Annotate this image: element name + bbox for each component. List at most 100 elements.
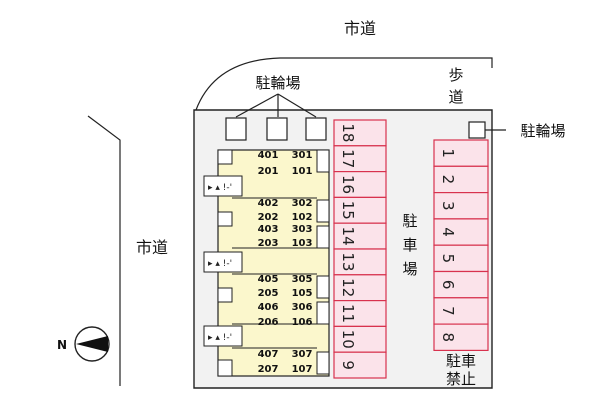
balcony-3: [316, 225, 330, 249]
unit-number: 105: [292, 288, 313, 299]
unit-number: 403: [258, 224, 279, 235]
stair-3: [217, 287, 233, 303]
parking-stall-number: 9: [339, 360, 357, 370]
parking-stall-number: 4: [439, 227, 457, 237]
balcony-1: [316, 149, 330, 173]
bike-box-1: [225, 117, 247, 141]
bike-arrow-3: [277, 93, 317, 118]
no-parking-label-1: 駐車: [446, 352, 476, 370]
road-top-label: 市道: [344, 19, 376, 38]
no-parking-label-2: 禁止: [446, 370, 476, 388]
stair-4: [217, 359, 233, 377]
unit-number: 201: [258, 166, 279, 177]
parking-stall: [333, 351, 387, 379]
parking-stall-number: 3: [439, 201, 457, 211]
sidewalk-label-1: 歩: [448, 66, 463, 84]
road-curve: [195, 57, 493, 111]
balcony-6: [316, 351, 330, 375]
bike-box-right: [468, 121, 486, 139]
compass-needle-icon: [76, 336, 108, 352]
parking-stall-number: 13: [339, 252, 357, 271]
unit-number: 107: [292, 364, 313, 375]
parking-stall-number: 16: [339, 175, 357, 194]
road-left-edge: [87, 115, 121, 386]
parking-center: 18 17 16 15 14 13 12 11 10 9: [333, 119, 387, 379]
parking-stall: [333, 145, 387, 173]
parking-label-1: 駐: [402, 212, 417, 230]
unit-number: 406: [258, 302, 279, 313]
unit-number: 203: [258, 238, 279, 249]
unit-number: 407: [258, 349, 279, 360]
building: ▸ ▴ !-' ▸ ▴ !-' ▸ ▴ !-' 401 301 201 101 402 3…: [203, 149, 330, 377]
unit-labels: 401 301 201 101 402 302 202 102 403 303 203 103 405 3…: [258, 150, 313, 375]
parking-stall: [433, 192, 489, 220]
unit-number: 301: [292, 150, 313, 161]
bike-box-2: [266, 117, 288, 141]
entrance-glyph-3: ▸ ▴ !-': [208, 333, 232, 343]
entrance-2: [203, 251, 243, 273]
road-left-label: 市道: [136, 238, 168, 257]
unit-number: 102: [292, 212, 313, 223]
balcony-2: [316, 199, 330, 223]
parking-stall: [333, 248, 387, 276]
parking-stall-number: 1: [439, 148, 457, 158]
compass-label: N: [57, 338, 67, 352]
sidewalk-label-2: 道: [448, 88, 463, 106]
unit-number: 305: [292, 274, 313, 285]
parking-stall-number: 2: [439, 175, 457, 185]
balcony-5: [316, 301, 330, 325]
stair-1: [217, 149, 233, 165]
parking-stall: [433, 244, 489, 273]
unit-number: 302: [292, 198, 313, 209]
unit-number: 202: [258, 212, 279, 223]
parking-stall-number: 5: [439, 254, 457, 264]
unit-number: 306: [292, 302, 313, 313]
parking-stall: [433, 270, 489, 299]
parking-stall-number: 10: [339, 330, 357, 349]
unit-number: 303: [292, 224, 313, 235]
unit-number: 307: [292, 349, 313, 360]
parking-stall-number: 6: [439, 280, 457, 290]
parking-stall-number: 14: [339, 227, 357, 246]
stair-2: [217, 211, 233, 227]
parking-stall: [433, 139, 489, 167]
unit-number: 101: [292, 166, 313, 177]
compass: N: [57, 326, 110, 362]
unit-number: 405: [258, 274, 279, 285]
bicycle-parking-right-label: 駐輪場: [520, 122, 565, 140]
balcony-4: [316, 275, 330, 299]
entrance-glyph-1: ▸ ▴ !-': [208, 183, 232, 193]
parking-stall: [433, 323, 489, 352]
parking-stall: [333, 119, 387, 147]
unit-number: 401: [258, 150, 279, 161]
parking-stall: [333, 274, 387, 302]
unit-number: 402: [258, 198, 279, 209]
unit-number: 106: [292, 317, 313, 328]
parking-label-3: 場: [402, 260, 417, 278]
unit-number: 207: [258, 364, 279, 375]
entrance-3: [203, 325, 243, 347]
parking-stall: [333, 300, 387, 328]
unit-number: 205: [258, 288, 279, 299]
parking-stall-number: 15: [339, 201, 357, 220]
parking-stall: [333, 325, 387, 353]
entrance-1: [203, 175, 243, 197]
bike-arrow-1: [235, 93, 279, 118]
entrance-glyph-2: ▸ ▴ !-': [208, 259, 232, 269]
parking-stall: [433, 165, 489, 194]
parking-label-2: 車: [402, 236, 417, 254]
parking-stall-number: 17: [339, 149, 357, 168]
bicycle-parking-top-label: 駐輪場: [255, 74, 300, 92]
parking-stall-number: 12: [339, 278, 357, 297]
parking-stall: [333, 222, 387, 250]
unit-number: 206: [258, 317, 279, 328]
parking-stall-number: 8: [439, 332, 457, 342]
parking-stall-number: 11: [339, 304, 357, 323]
unit-number: 103: [292, 238, 313, 249]
parking-stall-number: 7: [439, 306, 457, 316]
parking-stall-number: 18: [339, 123, 357, 142]
parking-stall: [333, 171, 387, 199]
bike-box-3: [305, 117, 327, 141]
